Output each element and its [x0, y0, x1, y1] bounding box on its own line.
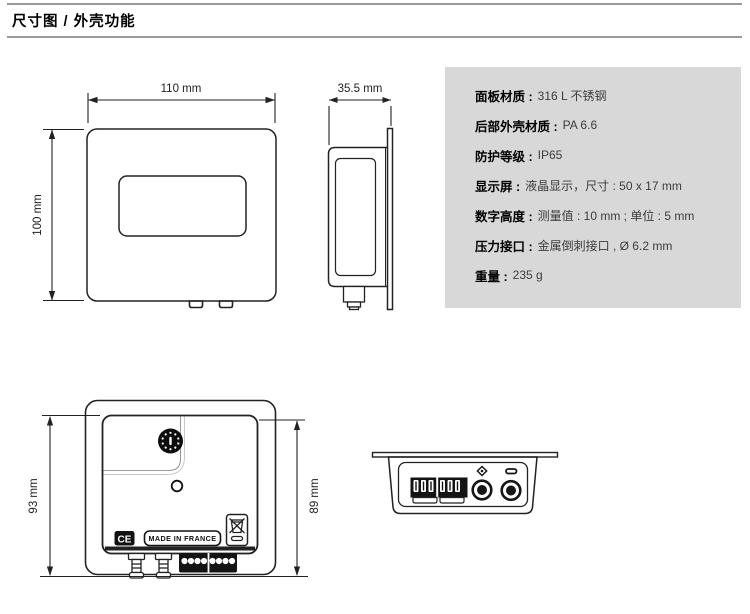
front-view	[86, 128, 277, 309]
arrow-left-icon	[88, 96, 98, 104]
spec-value: 金属倒刺接口 , Ø 6.2 mm	[537, 238, 673, 253]
back-housing-height-label: 89 mm	[309, 478, 321, 513]
ce-mark: CE	[114, 531, 135, 546]
arrow-up-icon	[46, 416, 54, 426]
arrow-left-icon	[329, 97, 338, 103]
front-width-label: 110 mm	[161, 83, 202, 95]
ce-mark-bg	[114, 531, 135, 546]
side-display-bump	[334, 157, 377, 277]
arrow-up-icon	[293, 420, 301, 430]
arrow-down-icon	[293, 566, 301, 576]
spec-value: PA 6.6	[562, 118, 598, 132]
front-display-window	[118, 175, 247, 237]
spec-value: 316 L 不锈钢	[537, 88, 607, 103]
rotary-switch-knob	[158, 428, 183, 454]
hose-barb-right	[154, 552, 173, 579]
side-panel-plate	[386, 127, 394, 311]
bottom-inner-face	[397, 461, 529, 508]
arrow-down-icon	[46, 566, 54, 576]
negative-minus-icon	[505, 468, 518, 475]
side-body	[327, 146, 388, 288]
spec-value: IP65	[537, 148, 563, 162]
side-depth-label: 35.5 mm	[338, 83, 383, 95]
spec-row-panel-material: 面板材质 : 316 L 不锈钢	[475, 80, 733, 110]
spec-row-digit-height: 数字高度 : 测量值 : 10 mm ; 单位 : 5 mm	[475, 200, 733, 230]
spec-label: 防护等级 :	[475, 149, 533, 164]
front-tab-right-icon	[218, 300, 234, 309]
arrow-down-icon	[48, 291, 56, 301]
arrow-up-icon	[48, 129, 56, 139]
terminal-block-bottom	[410, 477, 468, 504]
bottom-view	[371, 451, 559, 515]
pressure-port-negative	[500, 479, 522, 502]
pressure-port-positive	[471, 479, 493, 501]
back-housing-height-dimension: 89 mm	[259, 419, 321, 576]
spec-row-weight: 重量 : 235 g	[475, 260, 733, 290]
spec-label: 面板材质 :	[475, 89, 533, 104]
spec-label: 压力接口 :	[475, 239, 533, 254]
back-view: CE MADE IN FRANCE	[84, 399, 277, 579]
side-view	[327, 127, 394, 311]
arrow-right-icon	[382, 97, 391, 103]
specs-panel: 面板材质 : 316 L 不锈钢 后部外壳材质 : PA 6.6 防护等级 : …	[445, 67, 741, 308]
front-height-dimension: 100 mm	[32, 128, 84, 302]
front-body	[86, 128, 277, 302]
page-title: 尺寸图 / 外壳功能	[12, 14, 136, 30]
bottom-housing	[387, 456, 538, 515]
header-rule-bottom	[7, 36, 742, 38]
weee-bin-icon	[225, 513, 249, 547]
spec-label: 显示屏 :	[475, 179, 521, 194]
back-total-height-dimension: 93 mm	[28, 414, 308, 578]
side-depth-dimension: 35.5 mm	[328, 83, 392, 145]
back-inset-corner-outer	[103, 416, 185, 475]
hose-barb-left	[127, 552, 146, 579]
side-pressure-connector	[342, 285, 366, 311]
spec-value: 液晶显示，尺寸 : 50 x 17 mm	[525, 178, 682, 193]
back-inset-corner	[103, 416, 182, 472]
vent-hole	[170, 479, 184, 493]
made-in-france-text: MADE IN FRANCE	[149, 534, 217, 543]
spec-label: 数字高度 :	[475, 209, 533, 224]
ce-mark-label: CE	[118, 534, 132, 545]
positive-diamond-icon	[476, 465, 488, 477]
back-panel-outline	[84, 399, 277, 576]
front-width-dimension: 110 mm	[87, 83, 276, 123]
terminal-block-back	[179, 553, 237, 573]
spec-label: 重量 :	[475, 269, 508, 284]
spec-row-rear-housing-material: 后部外壳材质 : PA 6.6	[475, 110, 733, 140]
spec-value: 测量值 : 10 mm ; 单位 : 5 mm	[537, 208, 695, 223]
spec-value: 235 g	[512, 268, 543, 282]
spec-row-pressure-connection: 压力接口 : 金属倒刺接口 , Ø 6.2 mm	[475, 230, 733, 260]
front-height-label: 100 mm	[32, 194, 44, 236]
header-rule-top	[7, 3, 742, 5]
made-in-france-label: MADE IN FRANCE	[143, 530, 222, 547]
front-tab-left-icon	[188, 300, 204, 309]
back-total-height-label: 93 mm	[28, 478, 40, 513]
spec-label: 后部外壳材质 :	[475, 119, 558, 134]
spec-row-display: 显示屏 : 液晶显示，尺寸 : 50 x 17 mm	[475, 170, 733, 200]
arrow-right-icon	[265, 96, 275, 104]
spec-row-protection-rating: 防护等级 : IP65	[475, 140, 733, 170]
